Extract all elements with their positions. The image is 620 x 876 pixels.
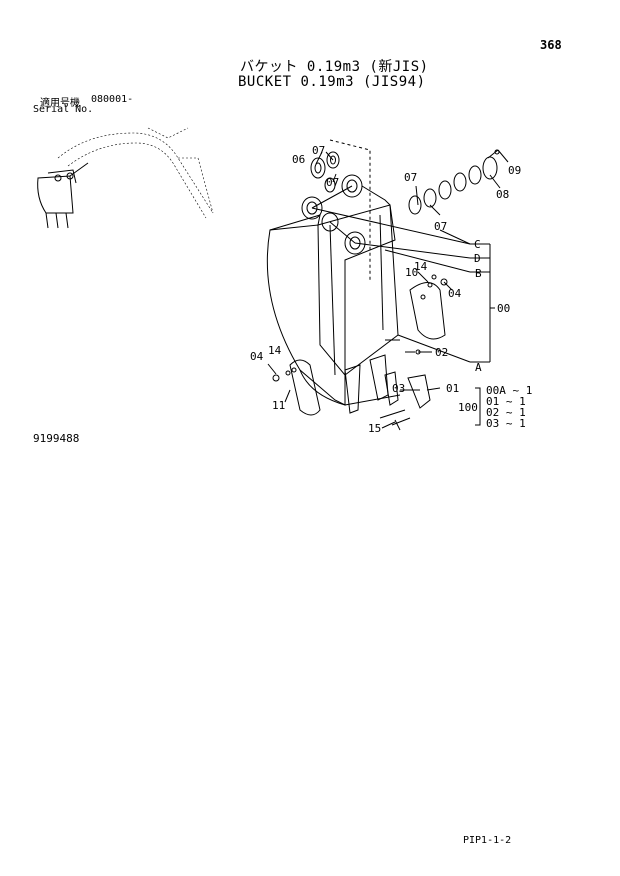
serial-label-japanese: 適用号機 [40,98,80,109]
side-plate-11 [289,359,321,416]
callout-15: 15 [368,422,381,435]
tooth-left [344,364,361,414]
callout-07-top: 07 [312,144,325,157]
callout-07-right: 07 [404,171,417,184]
callout-01: 01 [446,382,459,395]
callout-10: 10 [405,266,418,279]
callout-03: 03 [392,382,405,395]
footer-code: PIP1-1-2 [463,835,512,846]
washer-06 [310,157,326,179]
callout-08: 08 [496,188,509,201]
document-code: 9199488 [33,432,80,445]
callout-C: C [474,238,481,251]
boss-left-lower [321,212,339,232]
serial-label-english: Serial No. [33,104,94,115]
assembly-item-2: 01 ~ 1 [486,395,526,408]
callout-06: 06 [292,153,305,166]
washer-07-left [326,151,340,169]
assembly-item-1: 00A ~ 1 [486,384,532,397]
assembly-item-4: 03 ~ 1 [486,417,526,430]
tooth-right [407,374,431,409]
callout-A: A [475,361,482,374]
callout-14-left: 14 [268,344,282,357]
bucket-shell [266,224,346,406]
assembly-item-3: 02 ~ 1 [486,406,526,419]
excavator-thumbnail [37,127,214,229]
title-english: BUCKET 0.19m3 (JIS94) [238,74,426,90]
side-plate-10 [409,282,446,340]
page-number: 368 [540,38,562,52]
assembly-group-number: 100 [458,401,478,414]
callout-02: 02 [435,346,448,359]
callout-04-left: 04 [250,350,264,363]
callout-D: D [474,252,481,265]
nut-04-right [440,278,448,286]
boss-left-upper [301,196,323,220]
callout-07-mid: 07 [326,176,339,189]
nut-04-left [272,374,280,382]
bolt-09 [494,149,500,155]
pin-15 [379,409,411,426]
callout-07-lower: 07 [434,220,447,233]
callout-11: 11 [272,399,285,412]
title-japanese: バケット 0.19m3 (新JIS) [240,59,429,75]
callout-14-right: 14 [414,260,428,273]
callout-09: 09 [508,164,521,177]
callout-04-right: 04 [448,287,462,300]
serial-value: 080001- [91,94,134,105]
callout-00: 00 [497,302,510,315]
boss-right-lower [344,231,366,255]
callout-B: B [475,267,482,280]
